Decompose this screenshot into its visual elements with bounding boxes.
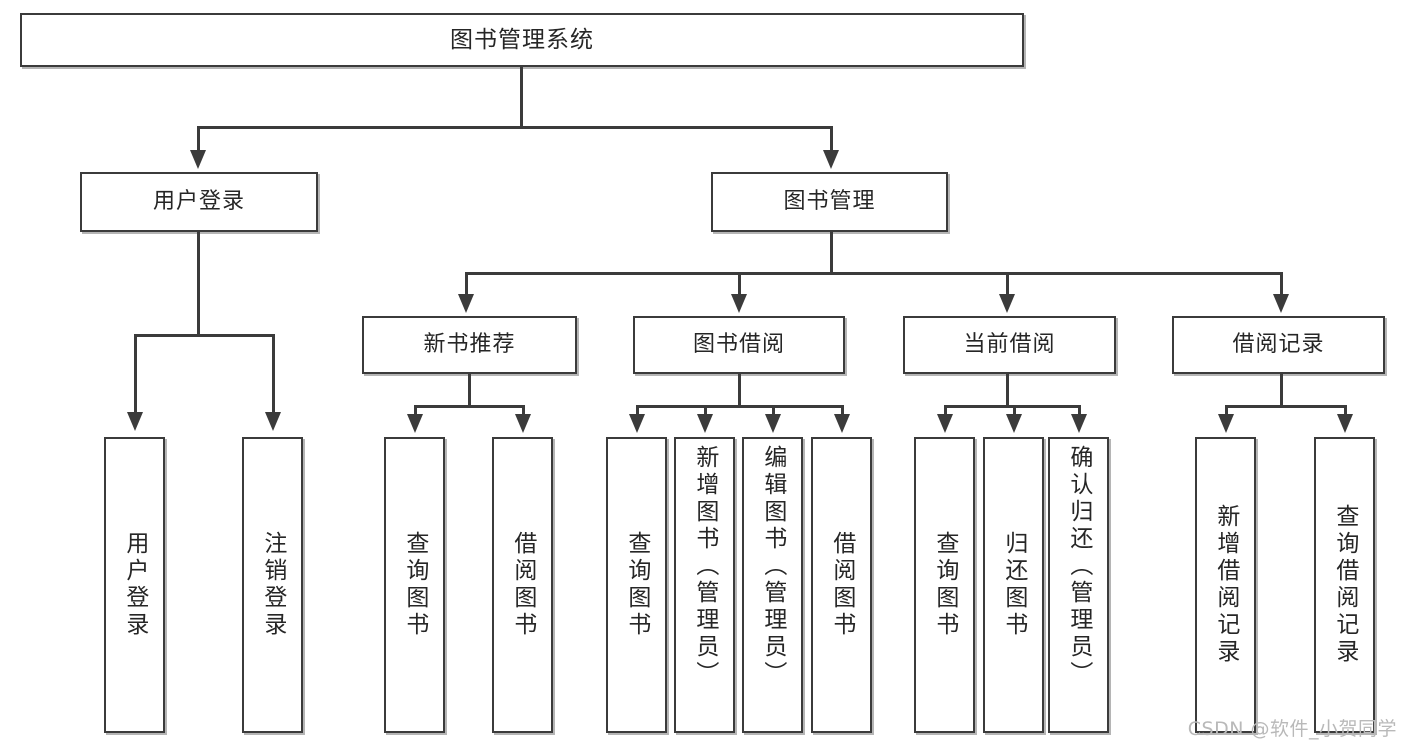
- arrowhead-icon-new-book-leaf-2: [515, 414, 531, 433]
- node-leaf-borrow-book[interactable]: 借阅图书: [811, 437, 872, 733]
- connector-root-stem: [520, 67, 523, 126]
- arrowhead-icon-current-borrow-leaf-2: [1006, 414, 1022, 433]
- arrowhead-icon-book-mgmt-borrow-record: [1273, 294, 1289, 313]
- connector-borrow-record-drop-2: [1344, 405, 1347, 416]
- node-leaf-query-book-current[interactable]: 查询图书: [914, 437, 975, 733]
- node-book-management-system[interactable]: 图书管理系统: [20, 13, 1024, 67]
- node-user-login[interactable]: 用户登录: [80, 172, 318, 232]
- arrowhead-icon-user-login-leaf-1: [127, 412, 143, 431]
- arrowhead-icon-user-login-leaf-2: [265, 412, 281, 431]
- arrowhead-icon-book-mgmt-book-borrow: [731, 294, 747, 313]
- connector-book-borrow-bus: [636, 405, 844, 408]
- connector-new-book-stem: [468, 374, 471, 406]
- connector-root-bus: [197, 126, 833, 129]
- connector-book-mgmt-to-borrow-record: [1280, 272, 1283, 297]
- arrowhead-icon-book-borrow-leaf-1: [629, 414, 645, 433]
- arrowhead-icon-book-borrow-leaf-2: [697, 414, 713, 433]
- connector-borrow-record-stem: [1280, 374, 1283, 406]
- node-label: 图书借阅: [692, 331, 785, 357]
- node-label: 查询图书: [401, 531, 428, 639]
- node-label: 借阅图书: [828, 531, 855, 639]
- connector-root-to-book-mgmt: [830, 126, 833, 153]
- connector-current-borrow-drop-1: [944, 405, 947, 416]
- arrowhead-icon-book-borrow-leaf-4: [834, 414, 850, 433]
- connector-user-login-stem: [197, 232, 200, 334]
- node-leaf-user-logout[interactable]: 注销登录: [242, 437, 303, 733]
- arrowhead-icon-current-borrow-leaf-3: [1071, 414, 1087, 433]
- node-label: 图书管理系统: [450, 26, 594, 53]
- connector-borrow-record-drop-1: [1225, 405, 1228, 416]
- connector-borrow-record-bus: [1225, 405, 1347, 408]
- node-label: 借阅记录: [1232, 331, 1325, 357]
- node-leaf-add-borrow-record[interactable]: 新增借阅记录: [1195, 437, 1256, 733]
- arrowhead-icon-current-borrow-leaf-1: [937, 414, 953, 433]
- connector-current-borrow-drop-2: [1013, 405, 1016, 416]
- connector-book-borrow-drop-4: [841, 405, 844, 416]
- node-label: 查询图书: [623, 531, 650, 639]
- connector-user-login-to-leaf-1: [134, 334, 137, 414]
- node-label: 归还图书: [1000, 531, 1027, 639]
- node-label: 借阅图书: [509, 531, 536, 639]
- arrowhead-icon-book-mgmt-new-book: [458, 294, 474, 313]
- connector-book-borrow-drop-3: [772, 405, 775, 416]
- node-borrow-record[interactable]: 借阅记录: [1172, 316, 1385, 374]
- node-leaf-confirm-return[interactable]: 确认归还（管理员）: [1048, 437, 1109, 733]
- node-label: 编辑图书（管理员）: [759, 445, 786, 688]
- node-label: 用户登录: [152, 188, 245, 214]
- node-label: 图书管理: [783, 188, 876, 214]
- arrowhead-icon-root-to-user-login: [190, 150, 206, 169]
- node-book-borrow[interactable]: 图书借阅: [633, 316, 845, 374]
- arrowhead-icon-new-book-leaf-1: [407, 414, 423, 433]
- node-leaf-user-login[interactable]: 用户登录: [104, 437, 165, 733]
- arrowhead-icon-book-borrow-leaf-3: [765, 414, 781, 433]
- node-label: 用户登录: [121, 531, 148, 639]
- connector-new-book-drop-2: [522, 405, 525, 416]
- node-label: 当前借阅: [963, 331, 1056, 357]
- connector-book-mgmt-to-current-borrow: [1006, 272, 1009, 297]
- node-leaf-edit-book[interactable]: 编辑图书（管理员）: [742, 437, 803, 733]
- node-leaf-query-book-recommend[interactable]: 查询图书: [384, 437, 445, 733]
- node-label: 新书推荐: [423, 331, 516, 357]
- arrowhead-icon-root-to-book-mgmt: [823, 150, 839, 169]
- connector-user-login-to-leaf-2: [272, 334, 275, 414]
- node-label: 确认归还（管理员）: [1065, 445, 1092, 688]
- connector-book-borrow-drop-2: [704, 405, 707, 416]
- connector-user-login-bus: [134, 334, 275, 337]
- connector-new-book-bus: [414, 405, 525, 408]
- node-current-borrow[interactable]: 当前借阅: [903, 316, 1116, 374]
- node-leaf-add-book[interactable]: 新增图书（管理员）: [674, 437, 735, 733]
- node-label: 新增图书（管理员）: [691, 445, 718, 688]
- connector-book-mgmt-to-new-book: [465, 272, 468, 297]
- arrowhead-icon-borrow-record-leaf-1: [1218, 414, 1234, 433]
- connector-book-borrow-stem: [738, 374, 741, 406]
- node-leaf-query-borrow-record[interactable]: 查询借阅记录: [1314, 437, 1375, 733]
- connector-book-mgmt-bus: [465, 272, 1283, 275]
- connector-current-borrow-drop-3: [1078, 405, 1081, 416]
- arrowhead-icon-borrow-record-leaf-2: [1337, 414, 1353, 433]
- node-new-book-recommend[interactable]: 新书推荐: [362, 316, 577, 374]
- arrowhead-icon-book-mgmt-current-borrow: [999, 294, 1015, 313]
- node-leaf-return-book[interactable]: 归还图书: [983, 437, 1044, 733]
- connector-book-mgmt-to-book-borrow: [738, 272, 741, 297]
- connector-book-mgmt-stem: [830, 232, 833, 275]
- connector-book-borrow-drop-1: [636, 405, 639, 416]
- node-label: 注销登录: [259, 531, 286, 639]
- node-leaf-query-book-borrow[interactable]: 查询图书: [606, 437, 667, 733]
- node-leaf-borrow-book-recommend[interactable]: 借阅图书: [492, 437, 553, 733]
- node-label: 查询借阅记录: [1331, 504, 1358, 666]
- node-label: 查询图书: [931, 531, 958, 639]
- connector-root-to-user-login: [197, 126, 200, 153]
- node-book-management[interactable]: 图书管理: [711, 172, 948, 232]
- connector-current-borrow-bus: [944, 405, 1081, 408]
- connector-current-borrow-stem: [1006, 374, 1009, 406]
- connector-new-book-drop-1: [414, 405, 417, 416]
- node-label: 新增借阅记录: [1212, 504, 1239, 666]
